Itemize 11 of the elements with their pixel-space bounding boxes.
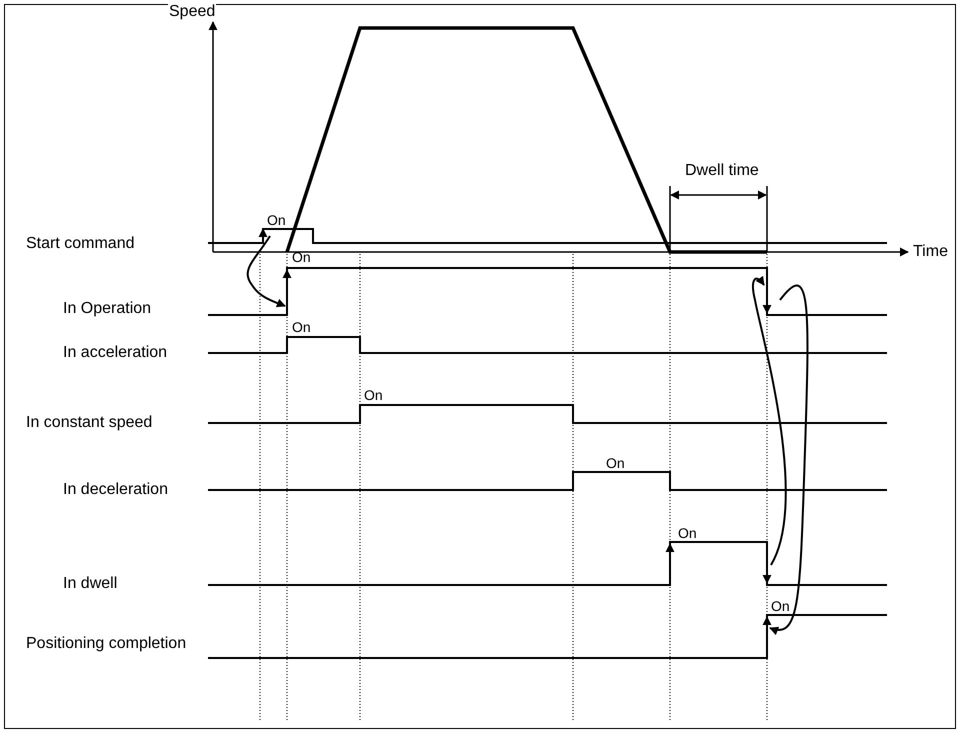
state-label: On (291, 320, 312, 335)
state-label: On (266, 213, 287, 228)
signal-name: In Operation (62, 300, 152, 318)
axis-label: Speed (168, 3, 216, 21)
signal-name: Positioning completion (25, 635, 188, 653)
signal-name: In constant speed (25, 414, 154, 432)
state-label: On (605, 456, 626, 471)
state-label: On (677, 526, 698, 541)
state-label: On (770, 599, 791, 614)
state-label: On (291, 250, 312, 265)
state-label: On (363, 388, 384, 403)
